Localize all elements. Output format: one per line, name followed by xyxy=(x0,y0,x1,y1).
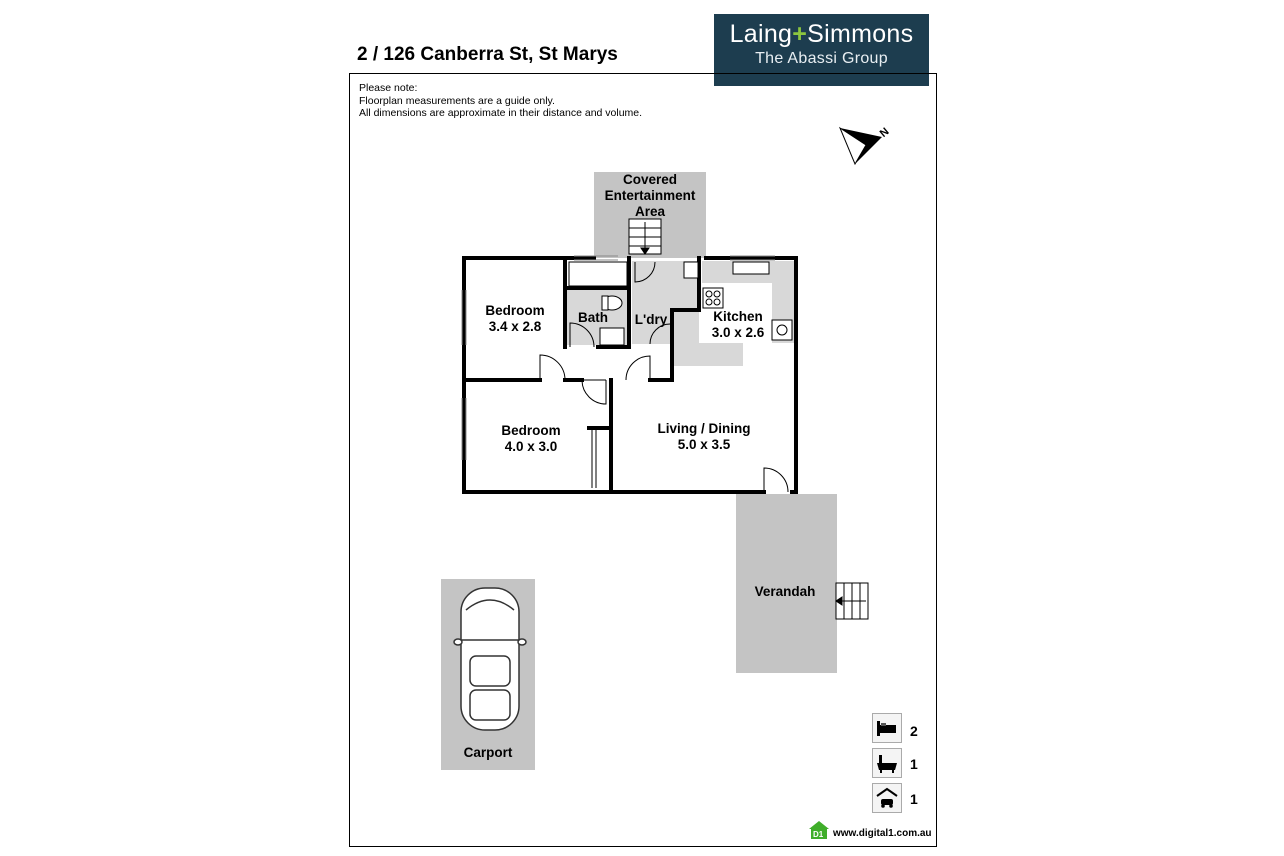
bed-icon xyxy=(872,713,902,743)
note-heading: Please note: xyxy=(359,82,418,94)
room-living-dining: Living / Dining 5.0 x 3.5 xyxy=(638,421,770,453)
bedroom2-size: 4.0 x 3.0 xyxy=(504,439,558,454)
stat-bathrooms: 1 xyxy=(910,756,918,772)
windows xyxy=(461,255,775,460)
room-covered-entertainment-area: Covered Entertainment Area xyxy=(594,172,706,220)
bedroom2-name: Bedroom xyxy=(501,423,561,438)
stat-bedrooms: 2 xyxy=(910,723,918,739)
plan-frame xyxy=(349,73,937,847)
brand-name-left: Laing xyxy=(729,20,793,48)
badge-text: D1 xyxy=(813,830,824,839)
covered-label-2: Entertainment xyxy=(604,188,696,203)
laundry-tub xyxy=(683,261,699,279)
room-bedroom-2: Bedroom 4.0 x 3.0 xyxy=(476,423,586,455)
stat-car-spaces: 1 xyxy=(910,791,918,807)
bath-icon xyxy=(872,748,902,778)
note-line-2: All dimensions are approximate in their … xyxy=(359,107,643,119)
cooktop xyxy=(702,287,724,309)
kitchen-name: Kitchen xyxy=(713,309,763,324)
covered-label-3: Area xyxy=(634,204,666,219)
laundry-name: L'dry xyxy=(634,312,668,327)
vanity xyxy=(599,327,625,346)
note-line-1: Floorplan measurements are a guide only. xyxy=(359,94,555,107)
kitchen-island-shade xyxy=(673,343,743,366)
room-bath: Bath xyxy=(567,310,619,326)
stairs-covered xyxy=(628,218,662,255)
fixtures xyxy=(568,261,793,346)
covered-label-1: Covered xyxy=(622,172,678,187)
brand-plus: + xyxy=(792,20,808,48)
bedroom1-size: 3.4 x 2.8 xyxy=(488,319,542,334)
compass-icon: N xyxy=(838,126,892,166)
room-laundry: L'dry xyxy=(629,312,673,328)
verandah-fill xyxy=(736,494,837,673)
room-verandah: Verandah xyxy=(736,584,834,600)
brand-name-right: Simmons xyxy=(807,20,914,48)
living-name: Living / Dining xyxy=(657,421,751,436)
kitchen-size: 3.0 x 2.6 xyxy=(711,325,765,340)
door-swings xyxy=(539,261,789,493)
stairs-verandah xyxy=(835,582,869,620)
room-kitchen: Kitchen 3.0 x 2.6 xyxy=(698,309,778,341)
verandah-name: Verandah xyxy=(754,584,816,599)
footer-website[interactable]: www.digital1.com.au xyxy=(833,828,932,839)
bath-name: Bath xyxy=(578,310,608,325)
brand-logo: Laing+Simmons The Abassi Group xyxy=(714,14,929,86)
living-size: 5.0 x 3.5 xyxy=(677,437,731,452)
car-icon xyxy=(872,783,902,813)
walls xyxy=(462,256,798,494)
carport-name: Carport xyxy=(463,745,513,760)
bathtub xyxy=(568,261,628,287)
kitchen-sink xyxy=(732,261,770,275)
room-bedroom-1: Bedroom 3.4 x 2.8 xyxy=(465,303,565,335)
room-carport: Carport xyxy=(441,745,535,761)
house-icon: D1 xyxy=(809,821,829,839)
page-title: 2 / 126 Canberra St, St Marys xyxy=(357,44,618,65)
disclaimer-note: Please note: Floorplan measurements are … xyxy=(359,82,642,120)
bedroom1-name: Bedroom xyxy=(485,303,545,318)
brand-subtitle: The Abassi Group xyxy=(755,50,888,67)
car-drawing xyxy=(453,587,527,731)
